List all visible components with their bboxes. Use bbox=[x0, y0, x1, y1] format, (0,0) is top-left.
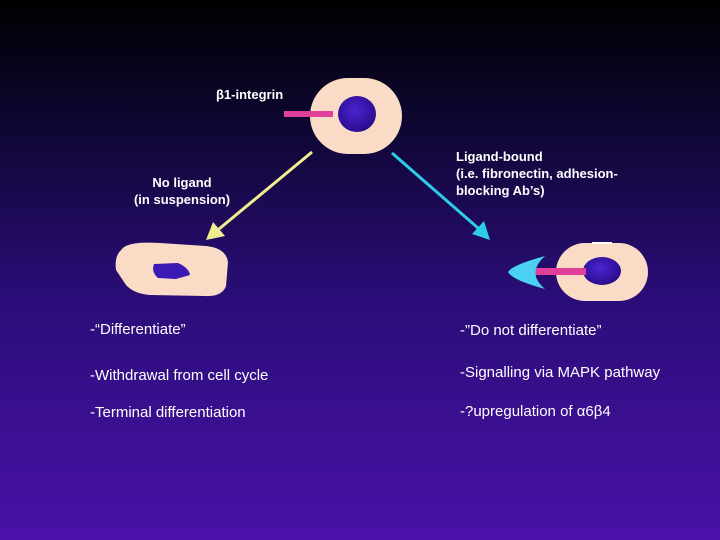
ligand-bound-label: Ligand-bound (i.e. fibronectin, adhesion… bbox=[456, 148, 618, 199]
left-outcome-1: -“Differentiate” bbox=[90, 321, 186, 338]
ligand-bound-line-1: Ligand-bound bbox=[456, 148, 618, 165]
suspension-cell bbox=[116, 243, 228, 296]
bound-cell-membrane-mark bbox=[592, 242, 612, 244]
no-ligand-line-1: No ligand bbox=[112, 174, 252, 191]
right-outcome-1: -”Do not differentiate” bbox=[460, 322, 601, 339]
integrin-receptor bbox=[284, 111, 333, 117]
top-cell bbox=[284, 78, 402, 154]
top-cell-nucleus bbox=[338, 96, 376, 132]
ligand-bound-line-2: (i.e. fibronectin, adhesion- bbox=[456, 165, 618, 182]
no-ligand-line-2: (in suspension) bbox=[112, 191, 252, 208]
left-outcome-2: -Withdrawal from cell cycle bbox=[90, 367, 268, 384]
left-outcome-3: -Terminal differentiation bbox=[90, 404, 246, 421]
bound-integrin bbox=[530, 268, 586, 275]
no-ligand-label: No ligand (in suspension) bbox=[112, 174, 252, 208]
bound-cell bbox=[508, 242, 648, 301]
integrin-label: β1-integrin bbox=[216, 86, 283, 103]
ligand-bound-line-3: blocking Ab’s) bbox=[456, 182, 618, 199]
right-outcome-2: -Signalling via MAPK pathway bbox=[460, 364, 660, 381]
bound-cell-nucleus bbox=[583, 257, 621, 285]
right-outcome-3: -?upregulation of α6β4 bbox=[460, 403, 611, 420]
